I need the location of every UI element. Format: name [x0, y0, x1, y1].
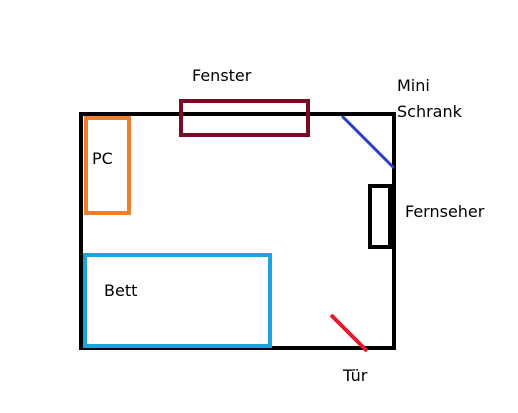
- bed-bett: [83, 253, 272, 348]
- mini-schrank-line: [340, 114, 396, 170]
- window-fenster: [179, 99, 310, 137]
- label-pc: PC: [92, 149, 113, 168]
- label-bett: Bett: [104, 281, 137, 300]
- label-tuer: Tür: [342, 366, 368, 385]
- label-fernseher: Fernseher: [405, 202, 485, 221]
- door-tuer-line: [329, 313, 369, 353]
- label-fenster: Fenster: [192, 66, 252, 85]
- label-mini: Mini: [397, 76, 430, 95]
- tv-fernseher: [368, 184, 392, 249]
- pc-desk: [84, 116, 131, 215]
- label-schrank: Schrank: [397, 102, 463, 121]
